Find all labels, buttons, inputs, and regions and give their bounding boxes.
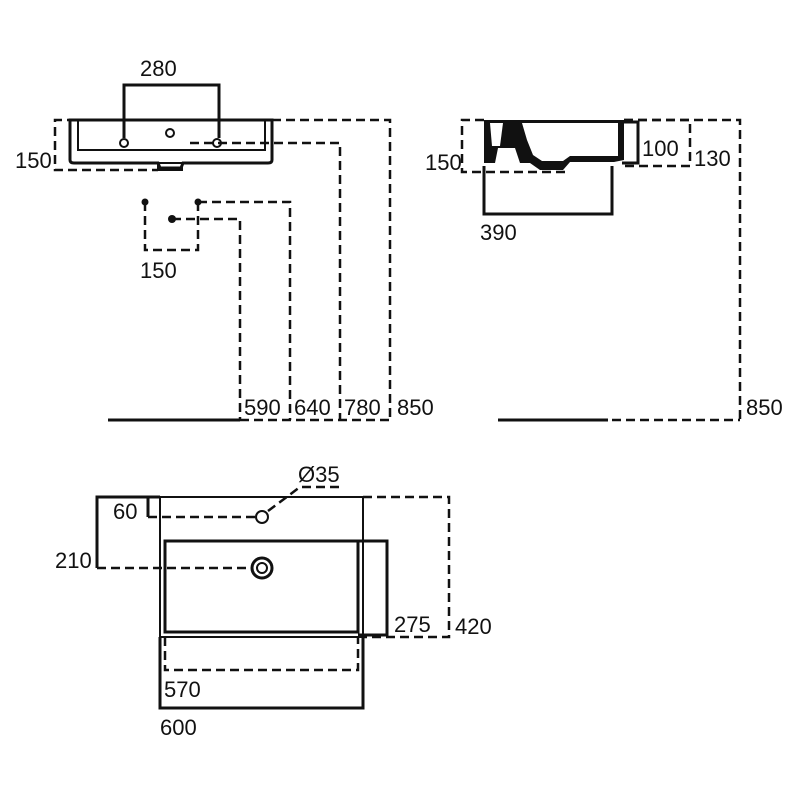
dim-280-label: 280: [140, 56, 177, 81]
dim-850-front-leader: [272, 118, 392, 420]
dim-780-leader: [190, 141, 342, 420]
dim-150-waste-bracket: [143, 202, 200, 252]
dim-150-side-label: 150: [425, 150, 462, 175]
dim-850-front-label: 850: [397, 395, 434, 420]
dim-600-bracket: [158, 637, 365, 710]
dim-640-label: 640: [294, 395, 331, 420]
dim-210-bracket: [95, 495, 160, 568]
dim-600-label: 600: [160, 715, 197, 740]
dim-100-bracket: [622, 120, 640, 165]
front-basin-inner: [77, 120, 266, 151]
plan-tap-hole-icon: [255, 510, 269, 524]
dim-150-side-leader: [460, 118, 570, 174]
left-tap-hole-icon: [119, 138, 129, 148]
front-basin-outline: [68, 118, 274, 170]
plan-bowl-outline: [163, 539, 360, 634]
side-basin-hollow-back: [490, 123, 503, 146]
dim-640-leader: [198, 200, 292, 420]
dim-275-label: 275: [394, 612, 431, 637]
plan-waste-outer-icon: [250, 556, 274, 580]
dim-60-bracket: [146, 495, 160, 517]
plan-waste-inner-icon: [256, 562, 268, 574]
dim-280-bracket: [122, 83, 221, 138]
dim-150-front-label: 150: [15, 148, 52, 173]
dim-850-side-label: 850: [746, 395, 783, 420]
dim-60-label: 60: [113, 499, 137, 524]
dim-390-bracket: [482, 166, 614, 216]
dim-130-label: 130: [694, 146, 731, 171]
dim-590-label: 590: [244, 395, 281, 420]
dim-150-front-leader: [53, 118, 272, 172]
dim-275-bracket: [358, 539, 389, 637]
dim-420-bracket: [363, 495, 451, 639]
dim-150-waste-label: 150: [140, 258, 177, 283]
dim-570-bracket: [163, 637, 360, 672]
side-basin-bowl: [522, 123, 618, 161]
dim-780-label: 780: [344, 395, 381, 420]
dim-390-label: 390: [480, 220, 517, 245]
side-view: 150 100 130 390 850: [425, 118, 783, 422]
dim-420-label: 420: [455, 614, 492, 639]
dim-diameter-leader: [267, 485, 340, 512]
dim-diameter-label: Ø35: [298, 462, 340, 487]
dim-590-leader: [172, 217, 242, 420]
dim-570-label: 570: [164, 677, 201, 702]
dim-210-label: 210: [55, 548, 92, 573]
front-view: 280 150 150 590 640 780 850: [15, 56, 434, 422]
front-waste-outlet: [157, 162, 183, 171]
center-tap-hole-icon: [165, 128, 175, 138]
dim-850-side-leader: [624, 118, 742, 420]
dim-100-label: 100: [642, 136, 679, 161]
plan-view: Ø35 60 210 275 420 570 600: [55, 462, 492, 740]
